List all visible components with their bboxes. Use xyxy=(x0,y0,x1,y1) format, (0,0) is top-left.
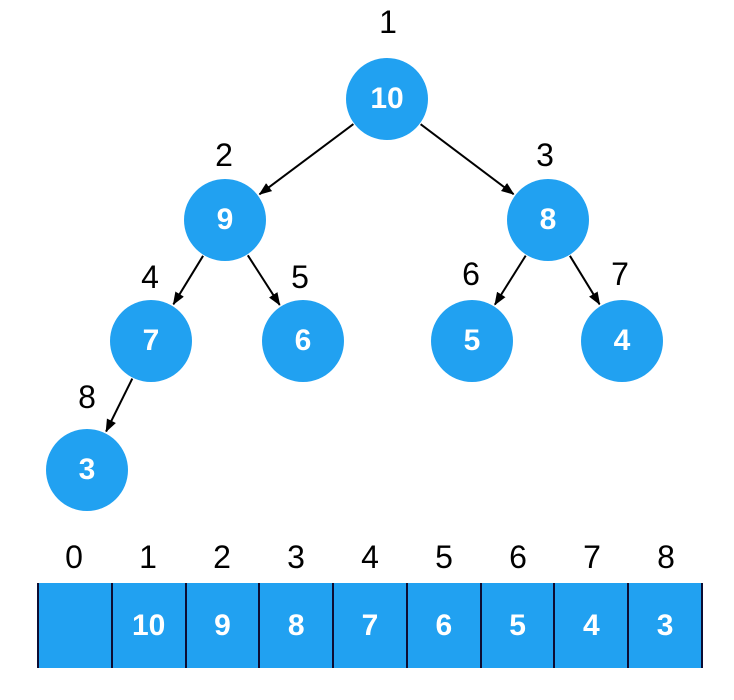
array-index-label-3: 3 xyxy=(287,539,305,575)
array-index-label-0: 0 xyxy=(65,539,83,575)
tree-node-7: 7 xyxy=(110,300,192,382)
array-cell-value-8: 8 xyxy=(258,583,333,668)
array-cell-value-9: 9 xyxy=(184,583,259,668)
edge-9-to-6 xyxy=(246,254,281,306)
array-cell-value-4: 4 xyxy=(553,583,628,668)
tree-node-8: 8 xyxy=(507,179,589,261)
tree-node-9: 9 xyxy=(184,179,266,261)
array-index-label-5: 5 xyxy=(435,539,453,575)
edge-10-to-9 xyxy=(258,123,354,196)
tree-position-label-3: 3 xyxy=(536,137,554,173)
array-cell-value-6: 6 xyxy=(405,583,480,668)
tree-position-label-8: 8 xyxy=(78,379,96,415)
tree-position-label-6: 6 xyxy=(462,256,480,292)
array-index-label-6: 6 xyxy=(509,539,527,575)
array-index-label-4: 4 xyxy=(361,539,379,575)
tree-position-label-7: 7 xyxy=(611,256,629,292)
tree-position-label-5: 5 xyxy=(291,259,309,295)
edge-7-to-3 xyxy=(105,378,134,433)
array-cell-value-3: 3 xyxy=(627,583,702,668)
array-index-label-1: 1 xyxy=(139,539,157,575)
tree-position-label-1: 1 xyxy=(379,4,397,40)
tree-position-label-2: 2 xyxy=(215,137,233,173)
edge-8-to-5 xyxy=(494,255,527,306)
tree-position-label-4: 4 xyxy=(141,259,159,295)
tree-node-6: 6 xyxy=(262,300,344,382)
array-cell-value-7: 7 xyxy=(332,583,406,668)
array-index-label-7: 7 xyxy=(583,539,601,575)
array-index-row: 0 1 2 3 4 5 6 7 8 xyxy=(37,536,703,578)
array-cell-empty xyxy=(37,583,111,668)
array-index-label-2: 2 xyxy=(213,539,231,575)
tree-node-5: 5 xyxy=(431,300,513,382)
edge-10-to-8 xyxy=(419,123,515,195)
array-cell-value-10: 10 xyxy=(110,583,185,668)
tree-node-3: 3 xyxy=(46,429,128,511)
array-cell-value-5: 5 xyxy=(479,583,554,668)
array-index-label-8: 8 xyxy=(657,539,675,575)
edge-8-to-4 xyxy=(569,255,601,306)
tree-node-4: 4 xyxy=(581,300,663,382)
tree-node-10: 10 xyxy=(346,58,428,140)
edge-9-to-7 xyxy=(172,255,204,306)
